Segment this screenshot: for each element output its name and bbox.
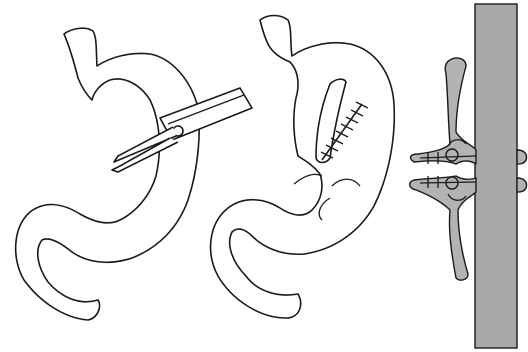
right-tissue-lobe-lower	[517, 178, 527, 192]
panel-left	[16, 28, 252, 320]
middle-stomach-outline	[211, 16, 395, 319]
panel-middle	[211, 16, 395, 319]
middle-detail-curve-1	[294, 174, 322, 184]
right-tissue-strip-lower	[410, 176, 476, 280]
right-tissue-lobe-upper	[517, 150, 527, 164]
right-vertical-bar	[475, 4, 517, 348]
left-stomach-outline	[16, 28, 200, 320]
panel-right	[410, 4, 527, 348]
right-tissue-strip	[411, 58, 476, 164]
